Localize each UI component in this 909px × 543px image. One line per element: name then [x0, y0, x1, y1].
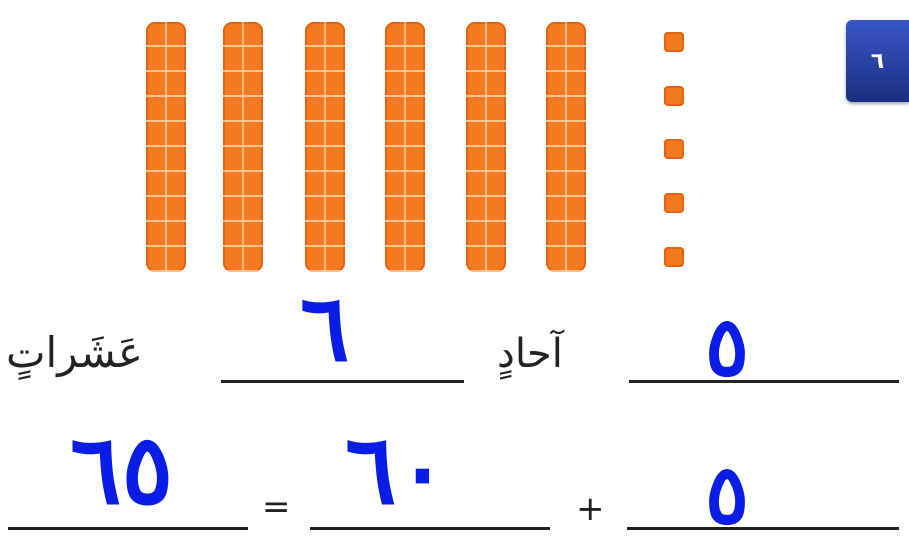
unit-cube — [664, 32, 684, 52]
tens-rod — [305, 22, 345, 272]
unit-cube — [664, 247, 684, 267]
tens-rod — [146, 22, 186, 272]
equals-sign: = — [262, 487, 291, 527]
total-answer: ٦٥ — [70, 413, 174, 526]
tens-answer-line — [221, 380, 464, 383]
ones-value-line — [627, 527, 899, 530]
ones-answer-line — [629, 380, 899, 383]
tens-value-line — [310, 527, 550, 530]
total-line — [8, 527, 248, 530]
tens-rod — [223, 22, 263, 272]
unit-cube — [664, 139, 684, 159]
ones-label: آحادٍ — [497, 331, 563, 377]
tens-rod — [385, 22, 425, 272]
unit-cube — [664, 193, 684, 213]
ones-value: ٥ — [705, 447, 750, 543]
tens-value: ٦٠ — [345, 413, 449, 526]
unit-cube — [664, 86, 684, 106]
tens-rod — [546, 22, 586, 272]
tens-label: عَشَراتٍ — [6, 328, 143, 377]
tens-answer: ٦ — [300, 274, 350, 382]
ones-answer: ٥ — [705, 299, 750, 395]
exercise-number-badge: ٦ — [846, 20, 909, 102]
plus-sign: + — [576, 489, 605, 529]
tens-rod — [466, 22, 506, 272]
